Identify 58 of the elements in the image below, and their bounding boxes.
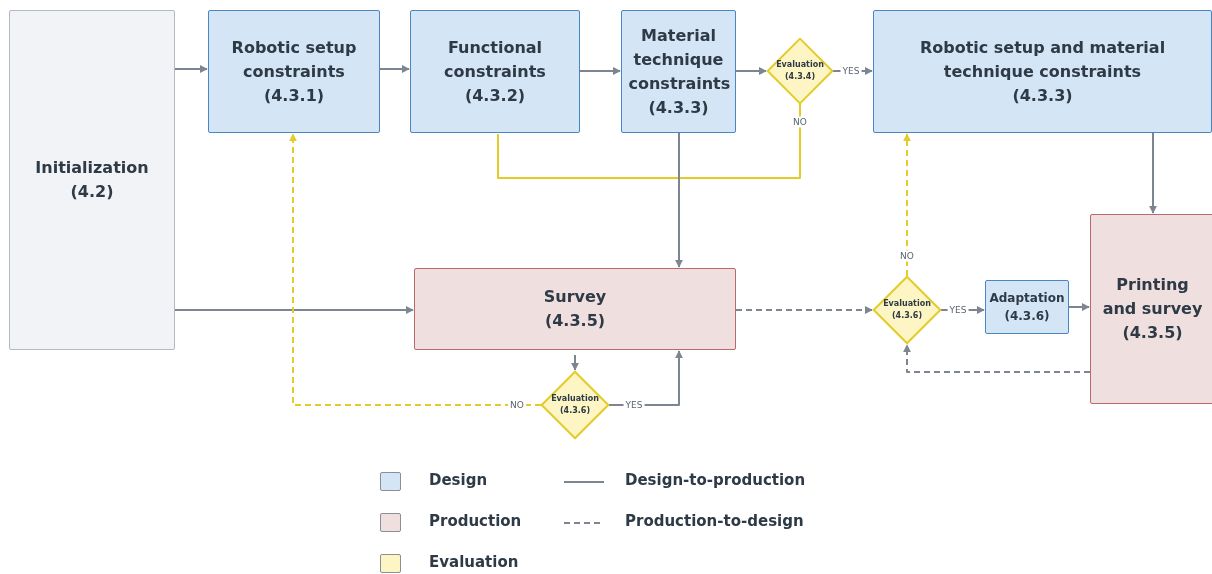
arrow — [379, 65, 410, 73]
node-text: (4.3.5) — [1122, 322, 1183, 344]
process-box — [9, 10, 175, 350]
arrow — [735, 306, 873, 314]
decision-diamond — [541, 371, 609, 439]
legend-label: Evaluation — [429, 553, 519, 571]
node-text: (4.3.6) — [559, 405, 591, 417]
node-text: Material technique constraints — [628, 24, 729, 95]
node-text: Evaluation — [551, 393, 599, 405]
arrow — [903, 133, 911, 277]
process-box — [1090, 214, 1212, 404]
arrow — [289, 133, 542, 406]
edge-label: NO — [791, 116, 809, 128]
legend-label: Production — [429, 512, 522, 530]
arrow — [735, 67, 767, 75]
process-box — [414, 268, 736, 350]
edge-label: YES — [947, 304, 969, 316]
node-text: Printing and survey — [1102, 274, 1203, 320]
node-text: Evaluation — [776, 59, 824, 71]
legend-label: Design-to-production — [625, 471, 806, 489]
edge-label: NO — [898, 250, 916, 262]
arrow — [579, 67, 621, 75]
node-text: Robotic setup and material technique constraints — [918, 36, 1167, 83]
node-text: Robotic setup constraints — [230, 36, 358, 83]
node-text: (4.3.2) — [464, 84, 526, 107]
arrow — [903, 344, 1091, 373]
process-box — [985, 280, 1069, 334]
arrow — [174, 306, 414, 314]
node-text: (4.3.6) — [1004, 308, 1050, 325]
node-text: (4.2) — [70, 181, 114, 203]
arrow — [1149, 132, 1157, 214]
node-text: (4.3.6) — [891, 310, 923, 322]
arrow — [174, 65, 208, 73]
process-box — [410, 10, 580, 133]
node-text: Adaptation — [989, 290, 1065, 307]
arrow — [675, 132, 683, 268]
arrow — [608, 350, 683, 406]
node-text: (4.3.3) — [648, 96, 709, 119]
node-text: Functional constraints — [443, 36, 547, 83]
edge-label: YES — [840, 65, 862, 77]
edge-label: NO — [508, 399, 526, 411]
arrow — [571, 354, 579, 371]
process-box — [873, 10, 1212, 133]
arrow — [1068, 303, 1090, 311]
process-box — [621, 10, 736, 133]
legend-label: Production-to-design — [625, 512, 804, 530]
legend-label: Design — [429, 471, 488, 489]
process-box — [208, 10, 380, 133]
node-text: Survey — [543, 286, 607, 308]
node-text: Evaluation — [883, 298, 931, 310]
decision-diamond — [873, 276, 941, 344]
node-text: (4.3.1) — [263, 84, 325, 107]
node-text: (4.3.4) — [784, 71, 816, 83]
node-text: (4.3.5) — [544, 310, 606, 332]
decision-diamond — [767, 38, 833, 104]
node-text: (4.3.3) — [1012, 84, 1073, 107]
edge-label: YES — [623, 399, 645, 411]
node-text: Initialization — [35, 157, 149, 179]
